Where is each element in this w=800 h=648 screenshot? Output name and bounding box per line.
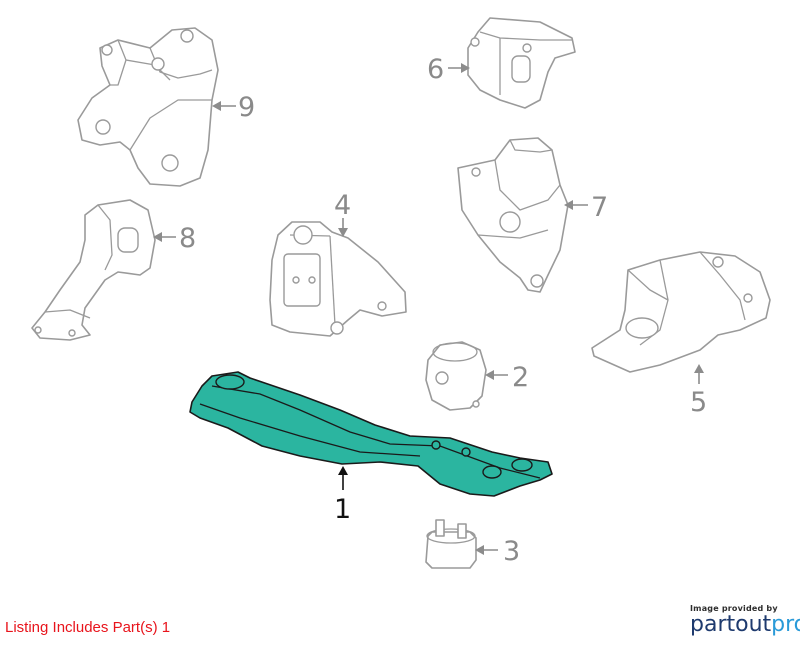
- arrow-6: [461, 63, 470, 73]
- callout-9: 9: [238, 92, 255, 123]
- callout-8: 8: [179, 223, 196, 254]
- brand-part2: pro: [771, 612, 800, 637]
- callout-2: 2: [512, 362, 529, 393]
- arrow-3: [475, 545, 484, 555]
- arrow-5: [694, 364, 704, 373]
- callout-3: 3: [503, 536, 520, 567]
- part-1-crossmember[interactable]: [189, 371, 553, 497]
- callout-4: 4: [334, 190, 351, 221]
- arrow-2: [485, 370, 494, 380]
- part-6-mount[interactable]: [467, 17, 576, 109]
- callout-5: 5: [690, 387, 707, 418]
- arrow-8: [153, 232, 162, 242]
- credit-line: Image provided by: [690, 604, 778, 613]
- listing-note: Listing Includes Part(s) 1: [5, 619, 171, 636]
- part-2-mount[interactable]: [425, 341, 487, 411]
- partoutpro-logo: partoutpro: [690, 612, 800, 637]
- callout-7: 7: [591, 192, 608, 223]
- part-8-mount[interactable]: [31, 199, 156, 341]
- callout-1: 1: [334, 494, 351, 525]
- image-credit: Image provided by partoutpro: [690, 604, 800, 637]
- brand-part1: partout: [690, 612, 772, 637]
- part-9-bracket[interactable]: [77, 27, 219, 187]
- arrow-4: [338, 228, 348, 237]
- arrow-9: [212, 101, 221, 111]
- callout-6: 6: [427, 54, 444, 85]
- arrow-1: [338, 466, 348, 475]
- part-3-bushing[interactable]: [425, 519, 477, 569]
- arrow-7: [564, 200, 573, 210]
- part-4-mount[interactable]: [269, 221, 407, 337]
- part-7-bracket[interactable]: [457, 137, 569, 293]
- part-5-mount[interactable]: [591, 251, 771, 373]
